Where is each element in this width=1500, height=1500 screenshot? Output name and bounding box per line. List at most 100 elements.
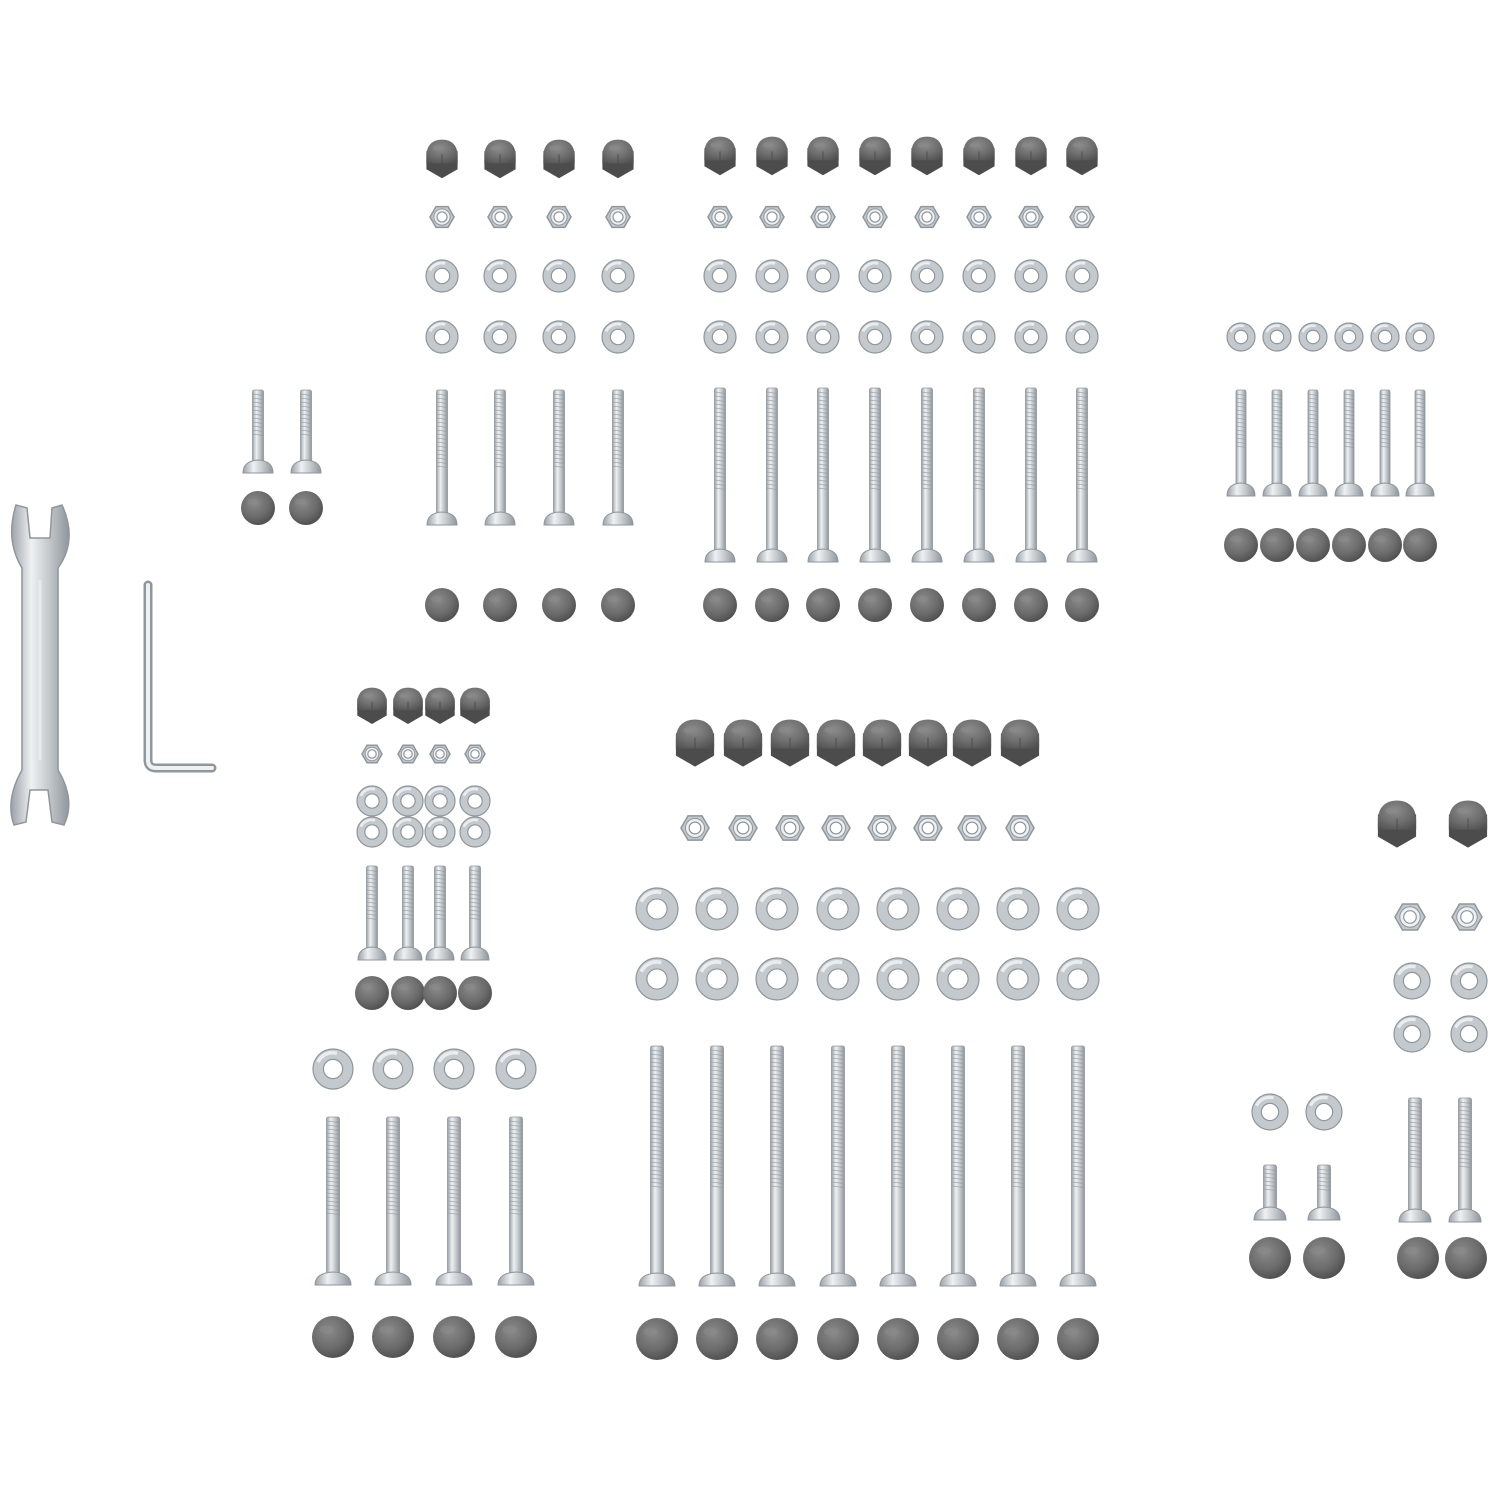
cover-cap-icon [817,1318,859,1360]
cover-cap-icon [806,588,840,622]
washer-icon [910,320,944,354]
lock-nut-icon [707,205,733,229]
washer-icon [936,957,980,1001]
lock-nut-icon [728,815,758,841]
cap-nut-icon [675,719,715,767]
bolt-icon [435,1116,473,1286]
bolt-icon [484,389,516,526]
cover-cap-icon [636,1318,678,1360]
lock-nut-icon [1069,205,1095,229]
cap-nut-icon [543,139,575,179]
washer-icon [356,816,388,848]
lock-nut-icon [821,815,851,841]
cover-cap-icon [433,1316,475,1358]
open-end-wrench-icon [10,504,70,826]
washer-icon [962,259,996,293]
cap-nut-icon [862,719,902,767]
washer-icon [1393,1015,1431,1053]
lock-nut-icon [429,205,455,229]
washer-icon [1014,259,1048,293]
washer-icon [459,785,491,817]
washer-icon [483,259,517,293]
lock-nut-icon [862,205,888,229]
bolt-icon [807,387,839,563]
cover-cap-icon [601,588,635,622]
cap-nut-icon [963,136,995,176]
cover-cap-icon [1303,1237,1345,1279]
washer-icon [356,785,388,817]
lock-nut-icon [1451,903,1483,931]
washer-icon [459,816,491,848]
washer-icon [910,259,944,293]
bolt-icon [1226,389,1256,497]
bolt-icon [999,1045,1037,1287]
washer-icon [996,887,1040,931]
cap-nut-icon [911,136,943,176]
washer-icon [806,320,840,354]
bolt-icon [1066,387,1098,563]
washer-icon [433,1048,475,1090]
cover-cap-icon [495,1316,537,1358]
washer-icon [392,816,424,848]
lock-nut-icon [680,815,710,841]
bolt-icon [1370,389,1400,497]
cap-nut-icon [602,139,634,179]
bolt-icon [758,1045,796,1287]
washer-icon [635,887,679,931]
cap-nut-icon [460,687,490,724]
lock-nut-icon [867,815,897,841]
bolt-icon [374,1116,412,1286]
bolt-icon [698,1045,736,1287]
cover-cap-icon [1403,528,1437,562]
washer-icon [425,320,459,354]
washer-icon [1251,1093,1289,1131]
washer-icon [1334,322,1364,352]
cap-nut-icon [1377,800,1417,848]
washer-icon [635,957,679,1001]
cap-nut-icon [704,136,736,176]
washer-icon [601,320,635,354]
bolt-icon [1059,1045,1097,1287]
cover-cap-icon [1224,528,1258,562]
washer-icon [601,259,635,293]
washer-icon [695,887,739,931]
cap-nut-icon [1448,800,1488,848]
cap-nut-icon [908,719,948,767]
cap-nut-icon [1015,136,1047,176]
cover-cap-icon [1445,1237,1487,1279]
lock-nut-icon [464,744,486,764]
cover-cap-icon [483,588,517,622]
washer-icon [1450,962,1488,1000]
cap-nut-icon [807,136,839,176]
washer-icon [483,320,517,354]
cover-cap-icon [542,588,576,622]
cap-nut-icon [484,139,516,179]
bolt-icon [314,1116,352,1286]
washer-icon [495,1048,537,1090]
bolt-icon [939,1045,977,1287]
bolt-icon [425,865,455,961]
washer-icon [703,259,737,293]
cover-cap-icon [458,976,492,1010]
cover-cap-icon [937,1318,979,1360]
cap-nut-icon [1066,136,1098,176]
washer-icon [425,259,459,293]
bolt-icon [879,1045,917,1287]
bolt-icon [460,865,490,961]
bolt-icon [1405,389,1435,497]
washer-icon [755,957,799,1001]
cover-cap-icon [1057,1318,1099,1360]
cover-cap-icon [962,588,996,622]
cover-cap-icon [910,588,944,622]
bolt-icon [1307,1164,1341,1221]
washer-icon [936,887,980,931]
washer-icon [1014,320,1048,354]
washer-icon [996,957,1040,1001]
washer-icon [858,259,892,293]
lock-nut-icon [397,744,419,764]
bolt-icon [290,389,322,474]
cover-cap-icon [1397,1237,1439,1279]
cover-cap-icon [1249,1237,1291,1279]
cap-nut-icon [770,719,810,767]
